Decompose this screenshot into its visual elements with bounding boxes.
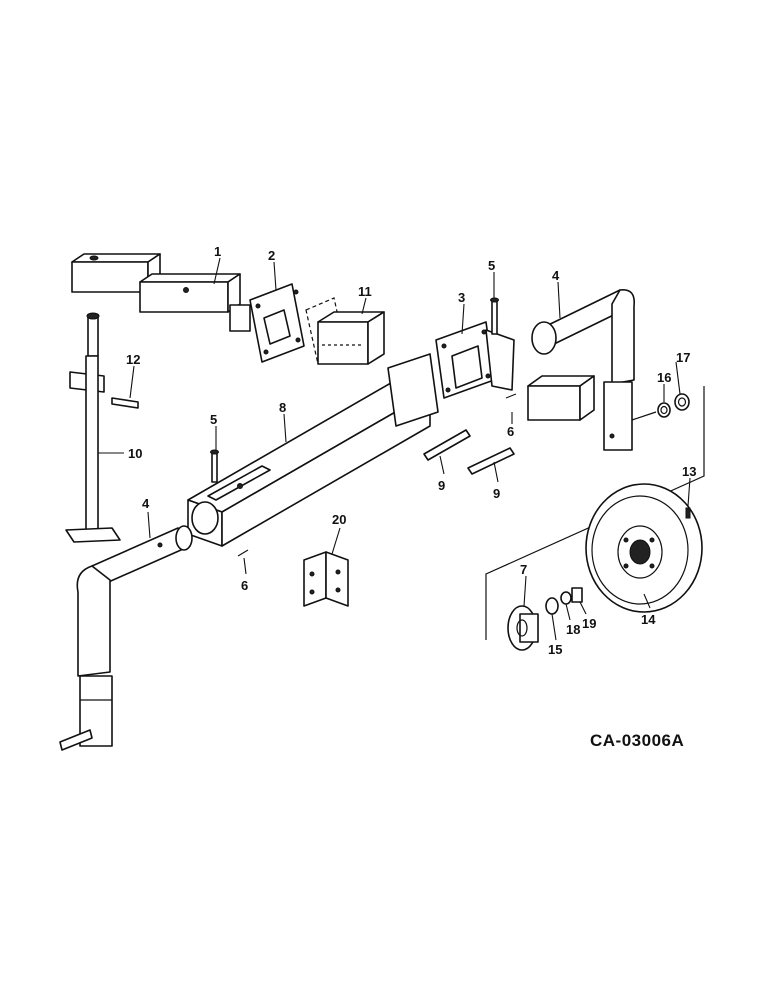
callout-3: 3 — [458, 290, 465, 305]
cushion-block-2 — [527, 375, 595, 421]
callout-9-right: 9 — [493, 486, 500, 501]
part-19-nut — [571, 587, 583, 603]
callout-19: 19 — [582, 616, 596, 631]
part-9-stud-1 — [423, 429, 471, 461]
part-7-hub — [507, 605, 539, 651]
part-6-cotter-upper — [505, 393, 517, 399]
part-5-bolt-upper — [490, 297, 499, 335]
part-5-bolt-lower — [210, 449, 219, 483]
callout-10: 10 — [128, 446, 142, 461]
part-9-stud-2 — [467, 447, 515, 475]
part-3-bracket-plate — [435, 321, 515, 399]
leader-lines — [98, 257, 691, 641]
callout-12: 12 — [126, 352, 140, 367]
callout-2: 2 — [268, 248, 275, 263]
part-16-bearing-cone — [657, 402, 671, 418]
part-20-bracket — [303, 551, 349, 607]
callout-15: 15 — [548, 642, 562, 657]
callout-18: 18 — [566, 622, 580, 637]
callout-4-lower: 4 — [142, 496, 150, 511]
callout-8: 8 — [279, 400, 286, 415]
callout-17: 17 — [676, 350, 690, 365]
callout-6-upper: 6 — [507, 424, 514, 439]
callout-9-left: 9 — [438, 478, 445, 493]
part-6-cotter-lower — [237, 549, 249, 557]
part-17-seal — [674, 393, 690, 411]
part-2-mounting-plate — [249, 283, 305, 363]
callout-1: 1 — [214, 244, 221, 259]
callout-labels: 1 2 3 4 4 5 5 6 6 7 8 9 9 10 11 12 13 14… — [126, 244, 696, 657]
part-14-wheel — [585, 483, 703, 613]
callout-5-lower: 5 — [210, 412, 217, 427]
part-10-jack-stand — [65, 312, 121, 543]
callout-20: 20 — [332, 512, 346, 527]
part-12-pin — [111, 397, 139, 409]
part-15-bearing — [545, 597, 559, 615]
part-13-valve-stem — [685, 507, 691, 519]
callout-6-lower: 6 — [241, 578, 248, 593]
callout-4-upper: 4 — [552, 268, 560, 283]
part-18-washer — [560, 591, 572, 605]
callout-16: 16 — [657, 370, 671, 385]
callout-5-upper: 5 — [488, 258, 495, 273]
spindle-shaft — [631, 411, 657, 421]
callout-11: 11 — [358, 284, 372, 299]
part-4-spindle-upper — [531, 289, 636, 451]
callout-14: 14 — [641, 612, 656, 627]
part-8-axle-tube — [187, 353, 439, 547]
callout-13: 13 — [682, 464, 696, 479]
part-4-spindle-lower — [59, 525, 193, 751]
drawing-code: CA-03006A — [590, 731, 684, 750]
part-11-cushion-block — [305, 297, 385, 365]
callout-7: 7 — [520, 562, 527, 577]
